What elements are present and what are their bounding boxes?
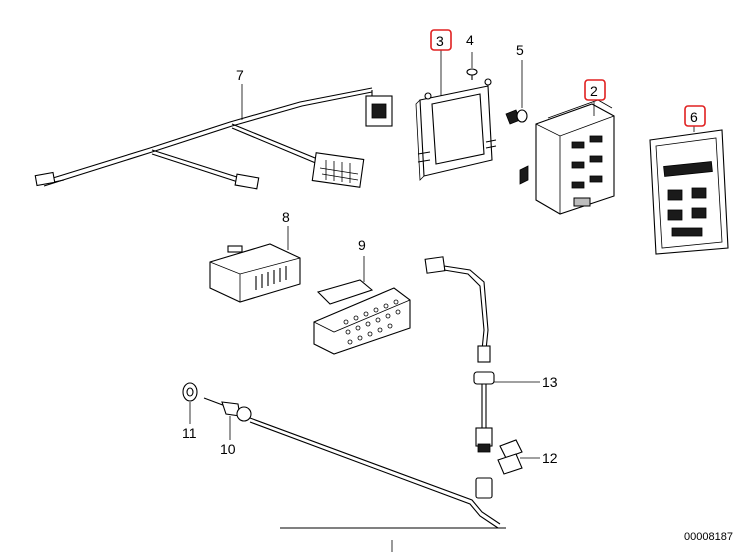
bulb-part-5[interactable] [505, 109, 528, 125]
callout-8: 8 [282, 209, 290, 225]
wiring-harness-part-7[interactable] [34, 87, 393, 190]
callout-13: 13 [542, 374, 558, 390]
harness-connector [311, 152, 365, 188]
antenna-cable-part-10[interactable] [203, 397, 501, 529]
callout-12: 12 [542, 450, 558, 466]
document-id: 00008187 [684, 531, 733, 543]
sensor-cable-part-13[interactable] [424, 256, 495, 453]
callout-6-highlight [684, 105, 706, 127]
clips-part-12[interactable] [497, 439, 523, 475]
callout-11: 11 [182, 425, 197, 441]
callout-7: 7 [236, 67, 244, 83]
switch-panel-part-9[interactable] [313, 279, 411, 355]
callout-10: 10 [220, 441, 236, 457]
callout-3: 3 [436, 33, 444, 49]
callout-9: 9 [358, 237, 366, 253]
callout-3-highlight [430, 29, 452, 51]
mounting-frame-part-3[interactable] [415, 78, 497, 181]
control-unit-part-2[interactable] [519, 99, 615, 215]
callout-6: 6 [690, 109, 698, 125]
callout-5: 5 [516, 42, 524, 58]
cover-plate-part-6[interactable] [649, 129, 729, 255]
grommet-part-11[interactable] [182, 382, 198, 402]
callout-2-highlight [584, 79, 606, 101]
callout-4: 4 [466, 32, 474, 48]
screw-part-4[interactable] [466, 68, 478, 80]
callout-2: 2 [590, 83, 598, 99]
module-part-8[interactable] [209, 243, 301, 303]
